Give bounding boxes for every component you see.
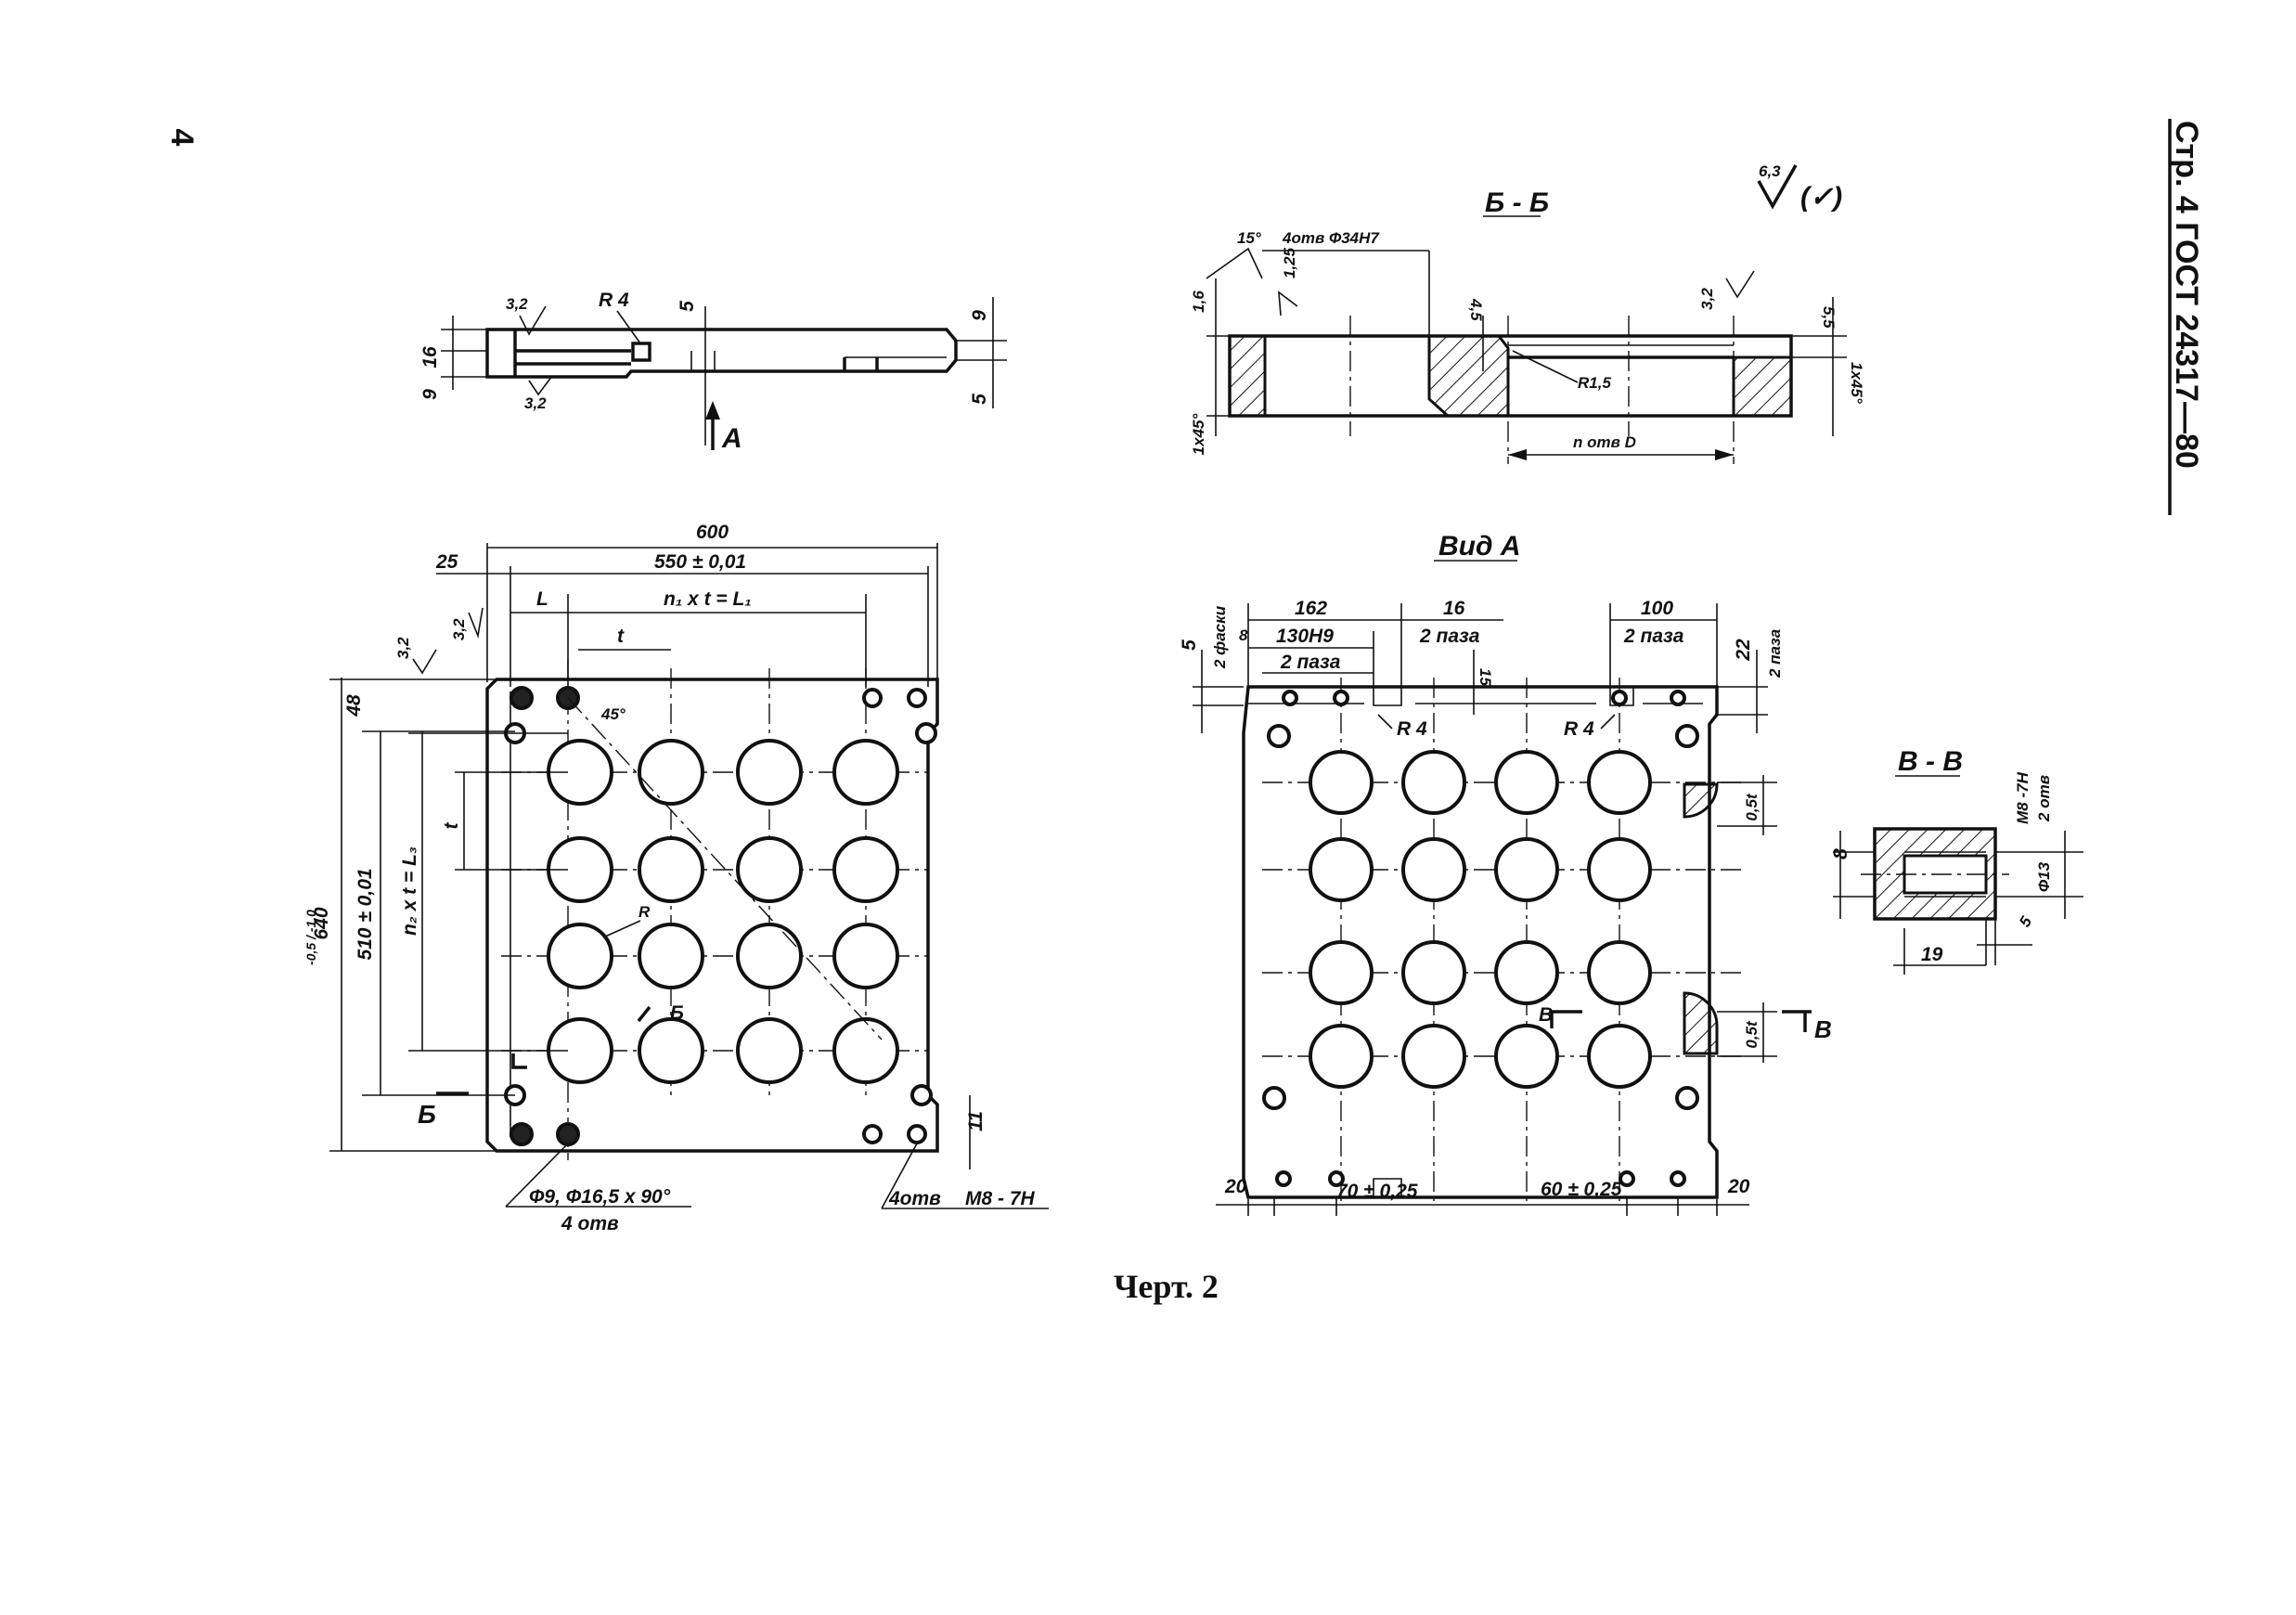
va-dim-130: 130H9	[1276, 626, 1334, 647]
plan-callout-holes: Ф9, Ф16,5 x 90°	[529, 1186, 671, 1208]
va-slots-22: 2 паза	[1766, 629, 1784, 678]
va-section-mark: В	[1539, 1004, 1553, 1026]
va-dim-05t-top: 0,5t	[1743, 793, 1761, 821]
bb-angle: 15°	[1237, 229, 1261, 247]
va-dim-70: 70 ± 0,25	[1336, 1181, 1418, 1202]
plan-dim-48: 48	[343, 694, 365, 717]
bb-radius: R1,5	[1578, 374, 1611, 392]
va-dim-16: 16	[1443, 598, 1465, 619]
vv-dia: Ф13	[2035, 861, 2053, 892]
view-a-small-holes	[1262, 690, 1699, 1187]
va-dim-20-right: 20	[1727, 1176, 1750, 1197]
plan-section-mark-b: Б	[670, 1002, 684, 1024]
view-a-holes	[1309, 750, 1652, 1089]
plan-dim-25: 25	[435, 551, 458, 573]
va-chamfer-dim: 8	[1239, 627, 1248, 644]
plan-callout-thread: M8 - 7H	[965, 1188, 1036, 1209]
top-dim-16: 16	[419, 346, 441, 368]
bb-dim-5-5: 5,5	[1820, 306, 1838, 329]
page-header: Стр. 4 ГОСТ 24317—80	[2169, 121, 2204, 469]
va-radius-right: R 4	[1564, 718, 1594, 740]
va-dim-20-left: 20	[1224, 1176, 1247, 1197]
plan-callout-thread-count: 4отв	[888, 1188, 941, 1209]
plan-dim-L: L	[536, 588, 548, 610]
section-vv-title: В - В	[1898, 746, 1963, 777]
va-radius-left: R 4	[1397, 718, 1427, 740]
va-dim-100: 100	[1641, 598, 1673, 619]
top-dim-5-right: 5	[969, 394, 990, 405]
va-chamfer-label: 2 фаски	[1211, 605, 1229, 669]
plan-holes	[547, 739, 899, 1084]
plan-dim-t-x: t	[617, 626, 625, 647]
va-section-mark-right: В	[1814, 1015, 1832, 1043]
top-radius: R 4	[599, 290, 629, 311]
bb-roughness-right: 3,2	[1698, 288, 1716, 310]
plan-radius: R	[638, 903, 651, 921]
vv-dim-19: 19	[1921, 944, 1943, 965]
bb-dim-1-6: 1,6	[1190, 291, 1207, 313]
plan-dim-640: 640	[311, 907, 332, 939]
bb-roughness-left: 1,25	[1281, 247, 1298, 278]
va-dim-162: 162	[1295, 598, 1327, 619]
va-dim-5: 5	[1179, 640, 1200, 651]
top-roughness-bottom: 3,2	[524, 394, 547, 412]
plan-roughness-side: 3,2	[450, 618, 468, 640]
plan-dim-600: 600	[696, 522, 729, 543]
bb-dim-4-5: 4,5	[1467, 298, 1485, 321]
bb-dim-1x45-right: 1x45°	[1848, 362, 1865, 404]
plan-section-mark-b2: Б	[418, 1100, 436, 1129]
va-dim-05t-bottom: 0,5t	[1743, 1020, 1761, 1049]
plan-dim-11: 11	[965, 1111, 987, 1131]
view-arrow-a: A	[721, 423, 742, 454]
plan-angle-45: 45°	[600, 705, 626, 723]
plan-dim-550: 550 ± 0,01	[654, 551, 746, 573]
top-dim-5: 5	[677, 301, 698, 312]
plan-dim-t-y: t	[441, 822, 462, 830]
va-slots-16: 2 паза	[1419, 626, 1480, 647]
va-dim-22: 22	[1733, 639, 1754, 662]
va-dim-60: 60 ± 0,25	[1541, 1179, 1622, 1200]
page-number: 4	[164, 129, 200, 147]
vv-dim-5: 5	[2016, 913, 2035, 930]
vv-thread: M8 -7H	[2014, 771, 2032, 823]
drawing-caption: Черт. 2	[1114, 1268, 1219, 1305]
bb-holes-label: 4отв Ф34Н7	[1282, 229, 1380, 247]
view-a: Вид А 5 2 фаски 8	[1179, 531, 1832, 1216]
plan-dim-n1t: n₁ x t = L₁	[664, 588, 752, 610]
vv-holes: 2 отв	[2035, 775, 2053, 822]
va-slots-100: 2 паза	[1623, 626, 1684, 647]
section-bb-title: Б - Б	[1485, 187, 1549, 218]
plan-dim-640-tol: -0,5 / -1,0	[303, 910, 318, 965]
plan-dim-n2t: n₂ x t = L₃	[399, 846, 420, 936]
section-bb: Б - Б 6,3 (✓) 15° 4отв Ф34Н7 1,25 1,6 1x…	[1190, 162, 1865, 464]
va-dim-15: 15	[1477, 668, 1494, 686]
plan-callout-holes-count: 4 отв	[561, 1213, 619, 1234]
view-a-title: Вид А	[1438, 531, 1521, 562]
top-dim-9-right: 9	[969, 310, 990, 321]
top-roughness: 3,2	[506, 295, 528, 313]
section-vv: В - В 8 M8 -7H 2 отв Ф13 5 19	[1830, 746, 2083, 975]
plan-corner-holes	[504, 686, 937, 1146]
va-slots-left: 2 паза	[1280, 652, 1341, 673]
top-section-view: 16 9 3,2 3,2 R 4 5 9 5 A	[419, 290, 1007, 454]
bb-holes-count: n отв D	[1573, 433, 1636, 451]
roughness-general-note: (✓)	[1800, 182, 1842, 213]
roughness-general-value: 6,3	[1759, 162, 1781, 180]
bb-dim-1x45-left: 1x45°	[1190, 413, 1207, 455]
plan-view: 600 550 ± 0,01 25 L n₁ x t = L₁ t 3,2 3,…	[303, 522, 1049, 1234]
top-dim-9-left: 9	[419, 389, 441, 400]
plan-roughness-corner: 3,2	[394, 637, 412, 659]
plan-dim-510: 510 ± 0,01	[355, 868, 376, 960]
